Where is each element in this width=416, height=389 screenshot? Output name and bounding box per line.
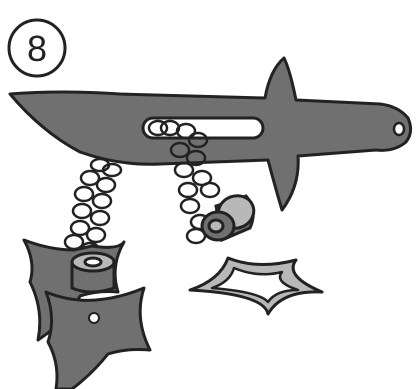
chain-left <box>65 159 121 257</box>
sword-piece <box>10 58 411 210</box>
star-ring <box>190 258 322 314</box>
star-piece-front <box>46 288 150 389</box>
cylinder-weight-left <box>72 253 114 292</box>
hole-icon <box>394 123 404 135</box>
step-badge: 8 <box>9 20 65 76</box>
step-number: 8 <box>27 28 47 69</box>
